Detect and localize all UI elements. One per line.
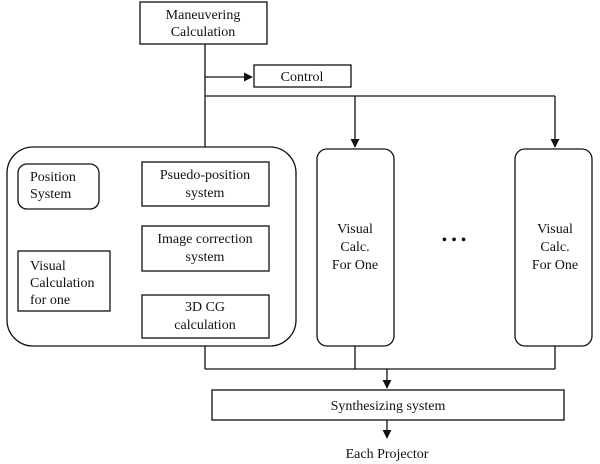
position-line-2: System	[30, 187, 71, 202]
visual-b-line-2: Calc.	[540, 240, 569, 255]
maneuvering-line-1: Maneuvering	[166, 8, 241, 23]
vcfo-line-2: Calculation	[30, 276, 95, 291]
pseudo-line-1: Psuedo-position	[160, 168, 250, 183]
visual-calc-box-b: Visual Calc. For One	[514, 148, 593, 347]
visual-a-line-3: For One	[332, 258, 378, 273]
cg-calculation-box: 3D CG calculation	[141, 294, 270, 339]
pseudo-position-box: Psuedo-position system	[141, 161, 270, 207]
control-label: Control	[281, 70, 324, 85]
image-correction-line-2: system	[186, 250, 225, 265]
vcfo-line-3: for one	[30, 293, 70, 308]
ellipsis: • • •	[442, 232, 467, 249]
image-correction-line-1: Image correction	[157, 232, 252, 247]
cg-line-1: 3D CG	[185, 300, 225, 315]
image-correction-box: Image correction system	[141, 225, 270, 272]
vcfo-line-1: Visual	[30, 259, 66, 274]
projector-label: Each Projector	[346, 447, 429, 462]
visual-a-line-1: Visual	[337, 222, 373, 237]
position-line-1: Position	[30, 170, 76, 185]
visual-calculation-for-one-box: Visual Calculation for one	[17, 250, 111, 312]
maneuvering-line-2: Calculation	[171, 25, 236, 40]
visual-b-line-3: For One	[532, 258, 578, 273]
visual-b-line-1: Visual	[537, 222, 573, 237]
synthesizing-label: Synthesizing system	[331, 399, 446, 414]
pseudo-line-2: system	[186, 186, 225, 201]
visual-a-line-2: Calc.	[340, 240, 369, 255]
cg-line-2: calculation	[174, 318, 235, 333]
synthesizing-system-box: Synthesizing system	[211, 389, 565, 421]
maneuvering-calculation-box: Maneuvering Calculation	[139, 1, 268, 45]
visual-calc-box-a: Visual Calc. For One	[316, 148, 395, 347]
position-system-box: Position System	[17, 163, 100, 210]
control-box: Control	[253, 64, 352, 88]
